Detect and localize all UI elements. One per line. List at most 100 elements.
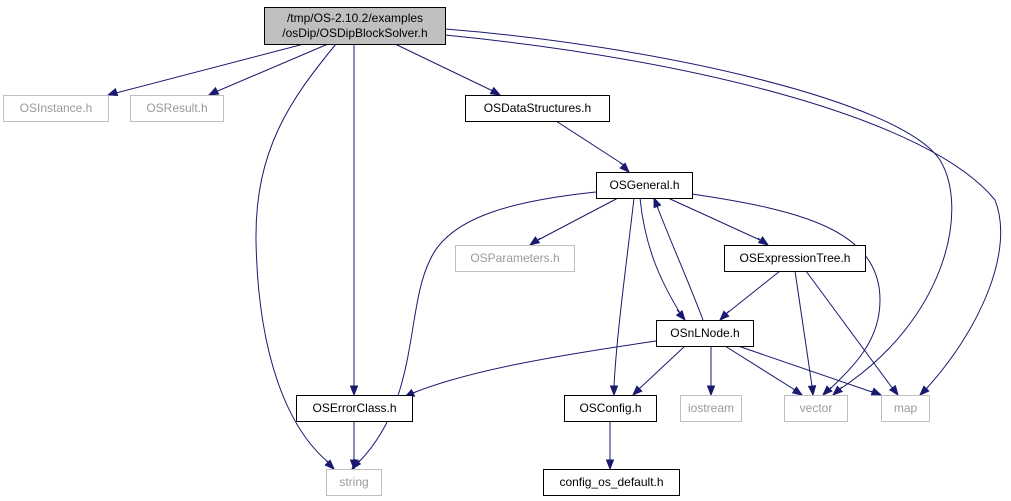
node-box [130, 95, 224, 122]
node-label: OSnLNode.h [670, 326, 739, 340]
node-box [326, 469, 382, 496]
edge-line [212, 43, 329, 94]
node-box [264, 7, 446, 45]
node-label: OSDataStructures.h [484, 101, 591, 115]
node-osparameters[interactable]: OSParameters.h [455, 245, 575, 272]
edge-root-to-osdatastructures [394, 43, 502, 96]
node-vector[interactable]: vector [784, 395, 848, 422]
node-label: vector [800, 401, 833, 415]
arrow-head [791, 386, 804, 396]
edge-osexpressiontree-to-osnlnode [719, 270, 781, 321]
node-osconfig[interactable]: OSConfig.h [564, 395, 657, 422]
arrow-head [822, 385, 833, 396]
node-map[interactable]: map [881, 395, 930, 422]
edge-line [691, 193, 881, 390]
node-iostream[interactable]: iostream [680, 395, 742, 422]
edge-line [639, 197, 681, 314]
edge-osnlnode-to-map [737, 345, 883, 396]
edge-root-to-osinstance [106, 43, 305, 97]
node-label: OSInstance.h [20, 101, 93, 115]
arrow-head [528, 236, 541, 246]
edge-line [805, 270, 894, 390]
node-config_os_default[interactable]: config_os_default.h [543, 469, 680, 496]
edge-root-to-oserrorclass [349, 44, 359, 397]
edge-osgeneral-to-vector [691, 193, 881, 396]
arrow-head [719, 310, 730, 321]
edge-line [444, 28, 953, 390]
arrow-head [207, 86, 220, 96]
edge-line [638, 345, 686, 390]
node-osnlnode[interactable]: OSnLNode.h [656, 320, 754, 347]
edge-line [555, 120, 625, 166]
arrow-head [757, 236, 770, 246]
arrow-head [653, 196, 662, 209]
node-string[interactable]: string [326, 469, 382, 496]
node-box [596, 172, 693, 199]
edge-line [537, 197, 619, 241]
edge-line [444, 34, 1002, 390]
edge-osgeneral-to-osexpressiontree [667, 197, 770, 246]
arrow-head [632, 385, 643, 396]
node-label: /osDip/OSDipBlockSolver.h [282, 26, 427, 40]
edge-osconfig-to-config_os_default [605, 421, 615, 471]
node-box [656, 320, 754, 347]
node-root[interactable]: /tmp/OS-2.10.2/examples/osDip/OSDipBlock… [264, 7, 446, 45]
edge-osgeneral-to-osconfig [609, 197, 635, 397]
arrow-head [609, 385, 619, 397]
node-osdatastructures[interactable]: OSDataStructures.h [465, 95, 610, 122]
node-label: config_os_default.h [559, 475, 663, 489]
node-label: OSGeneral.h [609, 178, 679, 192]
edge-osdatastructures-to-osgeneral [555, 120, 630, 173]
node-box [564, 395, 657, 422]
edge-line [725, 270, 781, 315]
arrow-head [349, 385, 359, 397]
edge-osexpressiontree-to-map [805, 270, 899, 397]
node-oserrorclass[interactable]: OSErrorClass.h [296, 395, 413, 422]
arrow-head [349, 459, 359, 471]
node-label: OSExpressionTree.h [740, 251, 851, 265]
node-label: OSParameters.h [470, 251, 559, 265]
node-box [465, 95, 610, 122]
node-box [543, 469, 680, 496]
edge-line [111, 43, 305, 95]
arrow-head [919, 385, 930, 396]
arrow-head [888, 384, 899, 397]
arrow-head [324, 459, 335, 470]
edge-osnlnode-to-osgeneral [653, 196, 704, 321]
edges [106, 28, 1002, 471]
node-label: OSErrorClass.h [312, 401, 396, 415]
edge-osnlnode-to-oserrorclass [403, 340, 657, 398]
edge-osgeneral-to-string [351, 191, 597, 471]
arrow-head [106, 87, 119, 97]
node-label: OSConfig.h [579, 401, 641, 415]
node-box [784, 395, 848, 422]
edge-osnlnode-to-vector [724, 345, 804, 396]
edge-osgeneral-to-osnlnode [639, 197, 686, 322]
node-osinstance[interactable]: OSInstance.h [3, 95, 109, 122]
edge-root-to-map [444, 34, 1002, 396]
edge-osgeneral-to-osparameters [528, 197, 619, 246]
edge-root-to-osresult [207, 43, 329, 96]
arrow-head [870, 387, 883, 396]
edge-line [412, 340, 657, 394]
node-box [296, 395, 413, 422]
arrow-head [619, 162, 630, 173]
node-label: OSResult.h [146, 101, 207, 115]
node-box [724, 245, 866, 272]
arrow-head [706, 385, 716, 397]
node-box [455, 245, 575, 272]
edge-line [737, 345, 873, 393]
edge-line [394, 43, 496, 93]
node-osgeneral[interactable]: OSGeneral.h [596, 172, 693, 199]
edge-oserrorclass-to-string [349, 421, 359, 471]
edge-osexpressiontree-to-vector [794, 270, 817, 397]
node-label: string [339, 475, 368, 489]
nodes: /tmp/OS-2.10.2/examples/osDip/OSDipBlock… [3, 7, 930, 496]
node-osexpressiontree[interactable]: OSExpressionTree.h [724, 245, 866, 272]
node-osresult[interactable]: OSResult.h [130, 95, 224, 122]
node-box [881, 395, 930, 422]
edge-root-to-vector [444, 28, 953, 396]
node-label: iostream [688, 401, 734, 415]
arrow-head [605, 459, 615, 471]
